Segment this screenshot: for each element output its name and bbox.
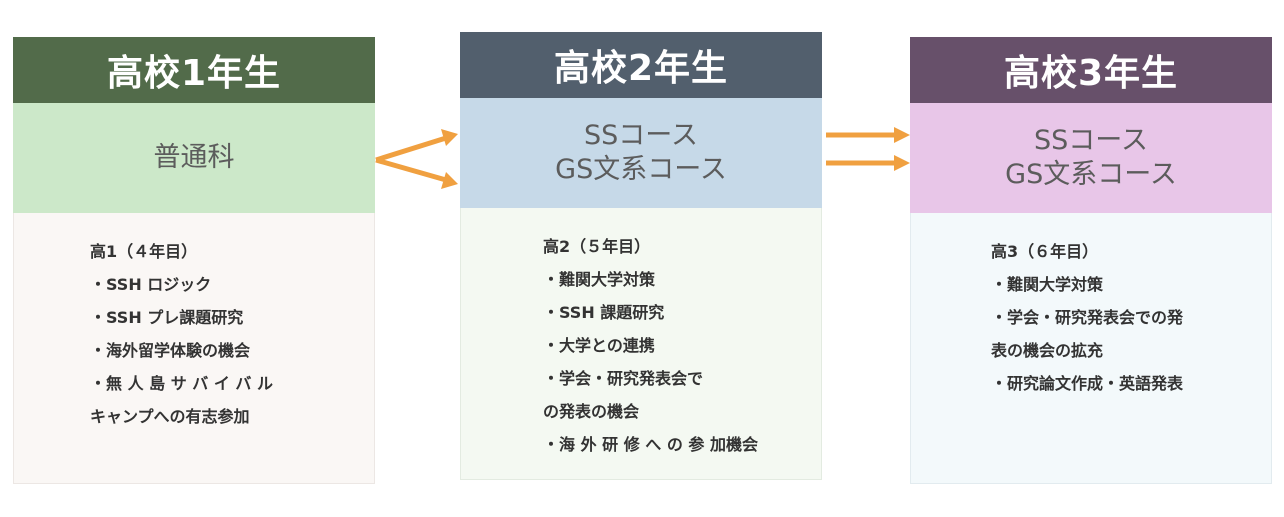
year2-detail-panel: 高2（５年目） ・難関大学対策 ・SSH 課題研究 ・大学との連携 ・学会・研究… xyxy=(460,208,822,480)
year2-detail-item: ・難関大学対策 xyxy=(543,270,656,289)
year3-course-line: SSコース xyxy=(1034,125,1148,156)
year1-detail-item: ・SSH ロジック xyxy=(90,275,212,294)
year1-detail-list: 高1（４年目） ・SSH ロジック ・SSH プレ課題研究 ・海外留学体験の機会… xyxy=(90,235,330,433)
year3-header: 高校3年生 xyxy=(910,37,1272,103)
year1-header: 高校1年生 xyxy=(13,37,375,103)
year1-detail-item: ・無 人 島 サ バ イ バ ル xyxy=(90,374,273,393)
right-arrow-icon xyxy=(826,155,910,171)
branch-arrow-icon xyxy=(375,129,458,189)
year1-detail-item: ・SSH プレ課題研究 xyxy=(90,308,244,327)
year2-detail-item: の発表の機会 xyxy=(543,402,640,421)
year2-course-line: GS文系コース xyxy=(555,154,727,185)
year2-detail-item: ・学会・研究発表会で xyxy=(543,369,704,388)
year3-detail-item: ・難関大学対策 xyxy=(991,275,1104,294)
year2-detail-item: ・大学との連携 xyxy=(543,336,655,355)
year3-course-box: SSコース GS文系コース xyxy=(910,103,1272,213)
year1-detail-item: ・海外留学体験の機会 xyxy=(90,341,251,360)
year2-course-line: SSコース xyxy=(584,120,698,151)
year3-course-line: GS文系コース xyxy=(1005,159,1177,190)
year3-column: 高校3年生 SSコース GS文系コース 高3（６年目） ・難関大学対策 ・学会・… xyxy=(910,37,1272,484)
year1-column: 高校1年生 普通科 高1（４年目） ・SSH ロジック ・SSH プレ課題研究 … xyxy=(13,37,375,484)
year3-detail-item: ・研究論文作成・英語発表 xyxy=(991,374,1184,393)
right-arrow-icon xyxy=(826,127,910,143)
year2-header: 高校2年生 xyxy=(460,32,822,98)
year3-detail-list: 高3（６年目） ・難関大学対策 ・学会・研究発表会での発 表の機会の拡充 ・研究… xyxy=(991,235,1241,400)
year1-detail-panel: 高1（４年目） ・SSH ロジック ・SSH プレ課題研究 ・海外留学体験の機会… xyxy=(13,213,375,484)
year1-detail-item: キャンプへの有志参加 xyxy=(90,407,250,426)
year3-detail-panel: 高3（６年目） ・難関大学対策 ・学会・研究発表会での発 表の機会の拡充 ・研究… xyxy=(910,213,1272,484)
year2-column: 高校2年生 SSコース GS文系コース 高2（５年目） ・難関大学対策 ・SSH… xyxy=(460,32,822,480)
year1-course-line: 普通科 xyxy=(153,142,235,173)
year3-detail-item: ・学会・研究発表会での発 xyxy=(991,308,1184,327)
year1-detail-item: 高1（４年目） xyxy=(90,242,198,261)
year3-detail-item: 高3（６年目） xyxy=(991,242,1099,261)
year2-course-box: SSコース GS文系コース xyxy=(460,98,822,208)
year1-course-box: 普通科 xyxy=(13,103,375,213)
year2-detail-item: ・海 外 研 修 へ の 参 加機会 xyxy=(543,435,758,454)
year3-detail-item: 表の機会の拡充 xyxy=(991,341,1104,360)
year2-detail-item: 高2（５年目） xyxy=(543,237,651,256)
year2-detail-list: 高2（５年目） ・難関大学対策 ・SSH 課題研究 ・大学との連携 ・学会・研究… xyxy=(543,230,793,461)
year2-detail-item: ・SSH 課題研究 xyxy=(543,303,665,322)
